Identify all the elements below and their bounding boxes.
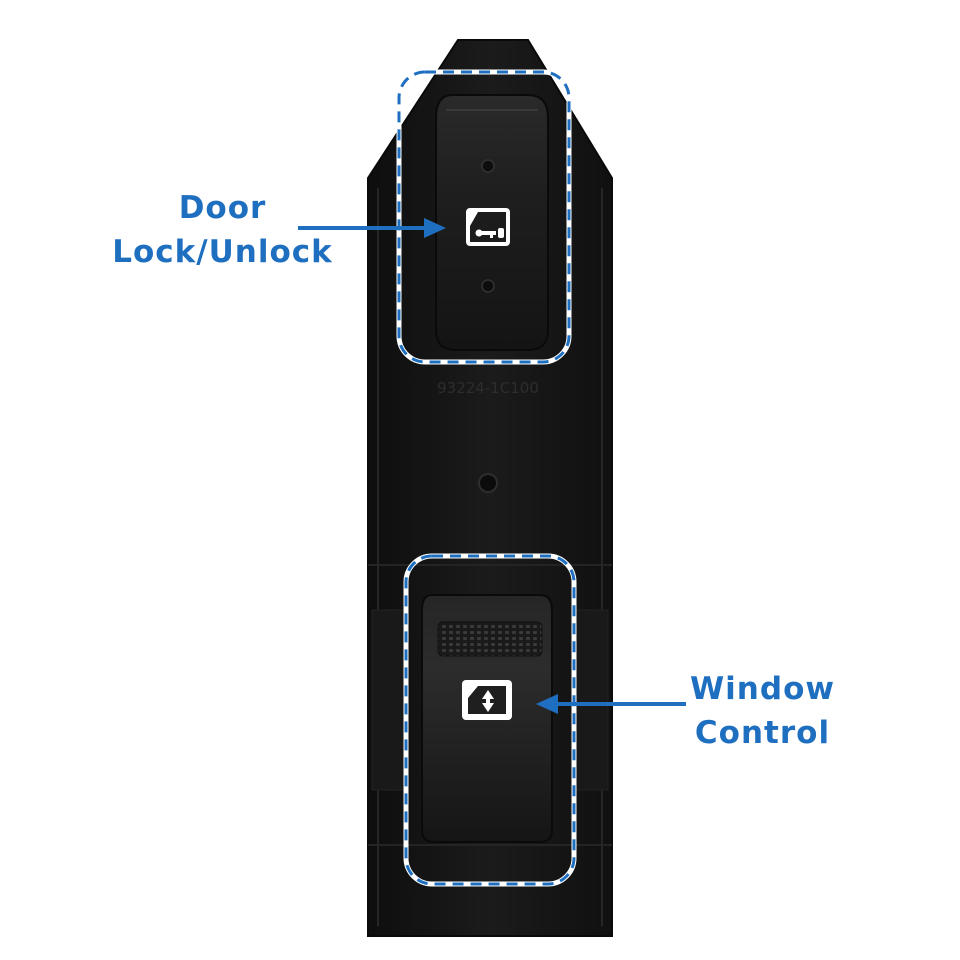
window-label-line1: Window: [689, 671, 835, 707]
door-lock-unlock-button[interactable]: [435, 94, 549, 351]
door-callout-arrow: [298, 218, 446, 238]
window-arrows-icon: [462, 680, 512, 720]
door-label-line2: Lock/Unlock: [112, 234, 333, 270]
window-callout-arrow: [536, 694, 686, 714]
window-label-line2: Control: [694, 715, 831, 751]
door-label-line1: Door: [178, 190, 267, 226]
part-number-text: 93224-1C100: [437, 379, 539, 397]
mounting-hole: [478, 473, 498, 493]
window-control-button[interactable]: [421, 594, 553, 843]
door-lock-unlock-label: Door Lock/Unlock: [100, 186, 345, 274]
door-key-icon: [466, 208, 510, 246]
window-control-label: Window Control: [680, 667, 845, 755]
